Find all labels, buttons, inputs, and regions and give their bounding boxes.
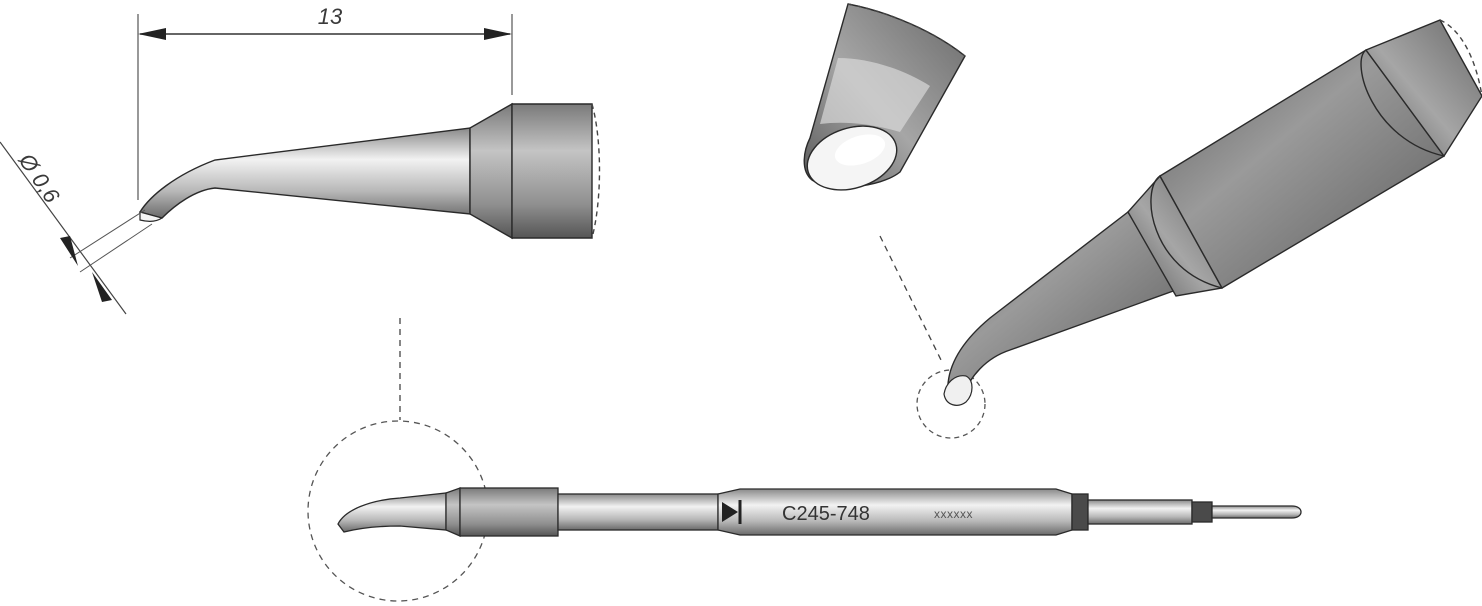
tip-cone-side — [469, 102, 513, 240]
full-cartridge-view: C245-748 xxxxxx — [307, 318, 1302, 602]
cartridge-rear-rod — [1087, 499, 1193, 525]
tip-barrel-side — [511, 103, 593, 239]
arrowhead-left-icon — [138, 28, 166, 40]
perspective-shaft — [947, 210, 1178, 400]
diameter-extension-1 — [69, 209, 146, 259]
length-dimension-label: 13 — [318, 4, 343, 29]
cartridge-rear-band — [1191, 501, 1213, 523]
perspective-barrel-edge — [1150, 175, 1223, 289]
tip-closeup — [803, 3, 966, 191]
model-code: C245-748 — [782, 503, 870, 525]
closeup-cut-line — [847, 3, 966, 57]
cartridge-body-front — [557, 493, 719, 531]
cartridge-body-main — [717, 488, 1073, 536]
perspective-step-edge — [1360, 49, 1445, 157]
diameter-extension-2 — [79, 223, 153, 273]
side-view: 13 Ø 0,6 — [0, 4, 601, 315]
diameter-dimension-label: Ø 0,6 — [13, 148, 65, 208]
perspective-view — [879, 19, 1482, 439]
serial-number: xxxxxx — [934, 507, 973, 521]
cartridge-pin — [1211, 505, 1302, 519]
perspective-leader-line — [879, 235, 943, 363]
arrowhead-right-icon — [484, 28, 512, 40]
perspective-tip-point — [943, 375, 973, 406]
closeup-highlight — [820, 58, 930, 132]
cartridge-front-sleeve — [459, 487, 559, 537]
cartridge-band — [1071, 493, 1089, 531]
closeup-tip-shine — [834, 134, 886, 166]
perspective-detail-circle — [916, 369, 986, 439]
tip-point-side — [139, 211, 164, 222]
diameter-arrow-bottom-icon — [92, 272, 112, 302]
diode-symbol-icon — [722, 502, 738, 522]
barrel-cut-line — [591, 103, 601, 239]
perspective-cut-line — [1439, 19, 1482, 97]
diameter-arrow-top-icon — [60, 236, 78, 266]
cartridge-cone — [445, 487, 461, 537]
diameter-guide-line — [0, 141, 127, 315]
cartridge-tip — [337, 492, 447, 533]
tip-shaft-side — [138, 127, 471, 219]
perspective-rear-step — [1364, 19, 1482, 158]
